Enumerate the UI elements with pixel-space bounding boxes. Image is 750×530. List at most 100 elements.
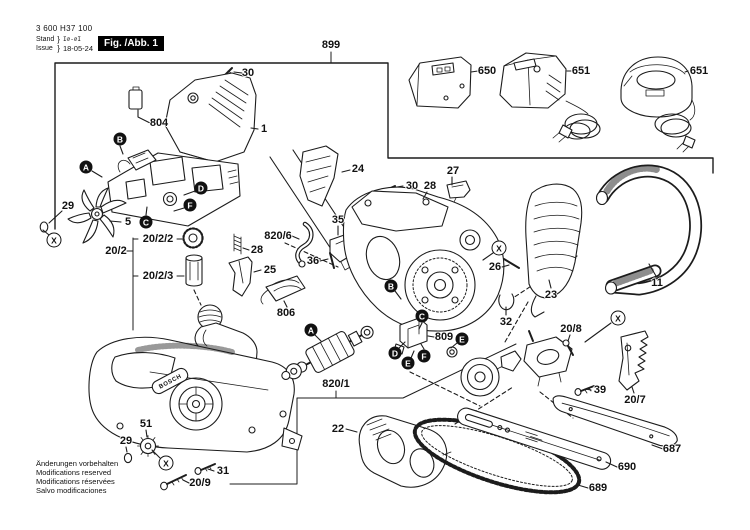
bow-handle-11 (595, 164, 703, 296)
chain-guard-687 (552, 395, 678, 447)
label-650: 650 (477, 65, 497, 77)
label-899: 899 (321, 39, 341, 51)
wire-marker-e-1: E (401, 356, 415, 370)
label-35: 35 (331, 214, 345, 226)
coil-806 (260, 275, 306, 305)
label-28-mid: 28 (423, 180, 437, 192)
x-marker-1: X (46, 232, 62, 248)
label-809: 809 (434, 331, 454, 343)
main-housing: BOSCH (88, 336, 303, 453)
label-820-1: 820/1 (322, 378, 350, 390)
wire-marker-c-1: C (139, 215, 153, 229)
o-ring-29-bottom (123, 452, 133, 464)
label-51: 51 (139, 418, 153, 430)
module-804 (128, 86, 143, 110)
motor-cover-1 (164, 72, 257, 163)
label-26: 26 (488, 261, 502, 273)
spring-28-left (233, 233, 242, 255)
document-part-number: 3 600 H37 100 (36, 24, 93, 33)
oil-filter-20-2-3 (185, 254, 203, 287)
x-marker-3: X (610, 310, 626, 326)
label-20-2-3: 20/2/3 (142, 270, 174, 282)
gear-housing (342, 186, 505, 332)
brace: } (57, 43, 60, 53)
label-22: 22 (331, 423, 345, 435)
wire-marker-b-2: B (384, 279, 398, 293)
x-marker-2: X (491, 240, 507, 256)
notice-line-es: Salvo modificaciones (36, 486, 107, 495)
label-32: 32 (499, 316, 513, 328)
screw-39 (574, 385, 595, 396)
wire-marker-f-2: F (417, 349, 431, 363)
label-804: 804 (149, 117, 169, 129)
revision-block: Stand } I⌀-⌀I Issue } 18-05-24 (36, 35, 93, 53)
label-651-a: 651 (571, 65, 591, 77)
label-820-6: 820/6 (264, 230, 292, 242)
brace: } (57, 35, 60, 44)
label-29-top: 29 (61, 200, 75, 212)
label-27: 27 (446, 165, 460, 177)
wire-marker-f-1: F (183, 198, 197, 212)
x-marker-4: X (158, 455, 174, 471)
stand-label: Stand (36, 36, 55, 43)
wire-marker-a-2: A (304, 323, 318, 337)
wire-marker-c-2: C (415, 309, 429, 323)
label-5: 5 (124, 216, 132, 228)
oil-cap-20-2-2 (182, 227, 204, 249)
hand-guard-24 (299, 145, 339, 207)
label-1: 1 (260, 123, 268, 135)
sprocket-cover-22 (358, 415, 452, 488)
armature-rotor (281, 325, 374, 381)
clamp-plate-20-8 (523, 330, 574, 387)
wire-marker-a-1: A (79, 160, 93, 174)
group-bracket-20-2 (126, 237, 185, 331)
label-689: 689 (588, 482, 608, 494)
screw-20-9 (160, 474, 187, 491)
figure-badge: Fig. /Abb. 1 (98, 36, 164, 51)
group-bracket-820-1 (229, 343, 517, 485)
label-36: 36 (306, 255, 320, 267)
label-29-bottom: 29 (119, 435, 133, 447)
assembly-frame (54, 51, 714, 230)
wire-marker-d-1: D (194, 181, 208, 195)
notice-line-fr: Modifications réservées (36, 477, 115, 486)
modification-notice: Änderungen vorbehalten Modifications res… (36, 459, 118, 495)
notice-line-en: Modifications reserved (36, 468, 112, 477)
notice-line-de: Änderungen vorbehalten (36, 459, 119, 468)
label-20-8: 20/8 (560, 323, 582, 335)
label-30-top: 30 (241, 67, 255, 79)
label-28-left: 28 (250, 244, 264, 256)
label-806: 806 (276, 307, 296, 319)
label-39: 39 (593, 384, 607, 396)
label-20-7: 20/7 (624, 394, 646, 406)
label-690: 690 (617, 461, 637, 473)
label-23: 23 (544, 289, 558, 301)
label-25: 25 (263, 264, 277, 276)
wire-marker-e-2: E (455, 332, 469, 346)
electronics-module (107, 149, 241, 227)
label-20-2-2: 20/2/2 (142, 233, 174, 245)
screw-31 (194, 463, 216, 475)
pin-26 (503, 258, 520, 269)
label-31: 31 (216, 465, 230, 477)
snap-ring-32 (498, 293, 515, 311)
bracket-25 (228, 256, 253, 297)
battery-pack-650 (408, 56, 472, 109)
o-ring-29-top (39, 221, 49, 233)
label-687: 687 (662, 443, 682, 455)
hose-820-6 (295, 221, 314, 268)
wire-marker-d-2: D (388, 346, 402, 360)
front-guard-23 (525, 183, 583, 318)
revision-stamp: I⌀-⌀I (62, 36, 82, 43)
clip-27 (446, 180, 471, 205)
leader-lines (42, 70, 689, 489)
revision-date: 18-05-24 (62, 43, 93, 53)
label-24: 24 (351, 163, 365, 175)
clutch-drum (446, 346, 522, 397)
label-11: 11 (651, 277, 663, 289)
fan-5 (67, 187, 127, 244)
label-20-9: 20/9 (189, 477, 211, 489)
pin-36 (329, 252, 335, 269)
